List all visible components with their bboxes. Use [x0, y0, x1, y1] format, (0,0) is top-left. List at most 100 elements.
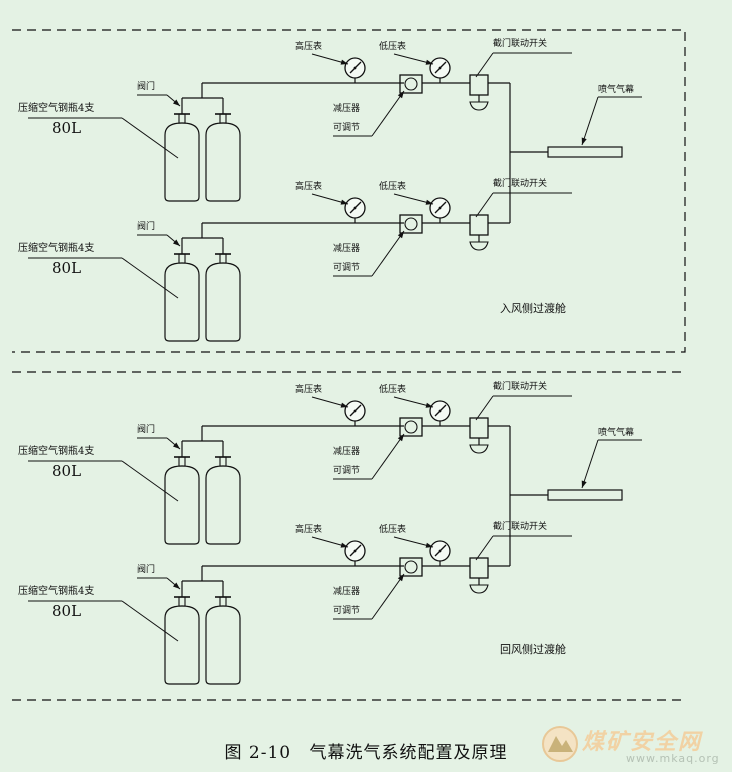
- regulator-adjust-label: 可调节: [333, 465, 360, 476]
- cylinder-body: [164, 465, 200, 545]
- cylinder-label: 压缩空气钢瓶4支: [18, 584, 94, 597]
- regulator-label: 减压器: [333, 102, 360, 114]
- valve-label: 阀门: [137, 80, 155, 92]
- cylinder-body: [164, 122, 200, 202]
- regulator-label: 减压器: [333, 445, 360, 457]
- leader-line: [475, 395, 494, 421]
- leader-arrowhead: [340, 59, 348, 65]
- gauge-hub: [353, 206, 357, 210]
- switch-label: 截门联动开关: [493, 380, 547, 392]
- gate-switch-actuator-icon: [469, 444, 489, 454]
- switch-label: 截门联动开关: [493, 177, 547, 189]
- leader-arrowhead: [425, 402, 433, 408]
- gauge-hub: [438, 206, 442, 210]
- leader-line: [475, 52, 494, 78]
- supply-unit-1-2: 高压表低压表截门联动开关减压器可调节阀门压缩空气钢瓶4支80L: [18, 177, 572, 342]
- gate-switch-box: [469, 214, 489, 236]
- leader-arrowhead: [425, 199, 433, 205]
- regulator-adjust-label: 可调节: [333, 122, 360, 133]
- gauge-hub: [353, 549, 357, 553]
- low-pressure-gauge: [429, 57, 451, 79]
- low-pressure-gauge: [429, 197, 451, 219]
- cylinder-neck: [219, 596, 227, 607]
- leader-arrowhead: [340, 199, 348, 205]
- cylinder-body: [205, 605, 241, 685]
- watermark: 煤矿安全网 www.mkaq.org: [540, 720, 730, 768]
- gate-switch-actuator-icon: [469, 584, 489, 594]
- leader-line: [121, 257, 179, 299]
- gauge-hub: [353, 66, 357, 70]
- leader-arrowhead: [581, 480, 587, 488]
- gas-cylinder: [164, 107, 200, 202]
- regulator-box: [399, 214, 423, 234]
- cylinder-label: 压缩空气钢瓶4支: [18, 444, 94, 457]
- low-gauge-label: 低压表: [379, 40, 406, 52]
- gate-switch-box: [469, 417, 489, 439]
- nozzle-label: 喷气气幕: [598, 426, 634, 438]
- gate-switch-actuator-icon: [469, 101, 489, 111]
- low-gauge-label: 低压表: [379, 523, 406, 535]
- cylinder-volume-label: 80L: [52, 602, 81, 620]
- figure-title: 气幕洗气系统配置及原理: [309, 743, 508, 763]
- leader-line: [475, 192, 494, 218]
- cylinder-volume-label: 80L: [52, 462, 81, 480]
- watermark-url: www.mkaq.org: [626, 752, 720, 765]
- leader-arrowhead: [172, 582, 180, 589]
- regulator-label: 减压器: [333, 242, 360, 254]
- regulator-dial-icon: [404, 560, 418, 574]
- section-label: 入风侧过渡舱: [500, 301, 566, 315]
- high-gauge-label: 高压表: [295, 523, 322, 535]
- high-pressure-gauge: [344, 540, 366, 562]
- gate-switch-box: [469, 557, 489, 579]
- regulator-box: [399, 557, 423, 577]
- leader-arrowhead: [172, 442, 180, 449]
- valve-label: 阀门: [137, 423, 155, 435]
- high-pressure-gauge: [344, 197, 366, 219]
- cylinder-volume-label: 80L: [52, 119, 81, 137]
- nozzle-label: 喷气气幕: [598, 83, 634, 95]
- watermark-logo-icon: [542, 726, 578, 762]
- supply-unit-2-1: 高压表低压表截门联动开关减压器可调节阀门压缩空气钢瓶4支80L: [18, 380, 572, 545]
- cylinder-body: [164, 605, 200, 685]
- section-frame-intake: [12, 29, 686, 353]
- regulator-dial-icon: [404, 77, 418, 91]
- regulator-box: [399, 417, 423, 437]
- high-gauge-label: 高压表: [295, 383, 322, 395]
- cylinder-label: 压缩空气钢瓶4支: [18, 241, 94, 254]
- cylinder-body: [205, 262, 241, 342]
- leader-line: [581, 439, 599, 489]
- cylinder-label: 压缩空气钢瓶4支: [18, 101, 94, 114]
- section-label: 回风侧过渡舱: [500, 642, 566, 656]
- regulator-dial-icon: [404, 217, 418, 231]
- gauge-hub: [353, 409, 357, 413]
- leader-line: [475, 535, 494, 561]
- low-pressure-gauge: [429, 400, 451, 422]
- switch-label: 截门联动开关: [493, 37, 547, 49]
- leader-line: [371, 230, 405, 277]
- leader-line: [121, 460, 179, 502]
- cylinder-body: [164, 262, 200, 342]
- leader-line: [121, 117, 179, 159]
- figure-number: 图 2-10: [224, 743, 292, 763]
- cylinder-body: [205, 465, 241, 545]
- gauge-hub: [438, 549, 442, 553]
- gas-cylinder: [205, 107, 241, 202]
- regulator-dial-icon: [404, 420, 418, 434]
- regulator-label: 减压器: [333, 585, 360, 597]
- leader-arrowhead: [581, 137, 587, 145]
- leader-line: [371, 433, 405, 480]
- supply-unit-2-2: 高压表低压表截门联动开关减压器可调节阀门压缩空气钢瓶4支80L: [18, 520, 572, 685]
- air-curtain-nozzle: [547, 489, 623, 501]
- cylinder-neck: [219, 113, 227, 124]
- gas-cylinder: [205, 590, 241, 685]
- regulator-adjust-label: 可调节: [333, 605, 360, 616]
- high-gauge-label: 高压表: [295, 180, 322, 192]
- gas-cylinder: [205, 247, 241, 342]
- gas-cylinder: [164, 590, 200, 685]
- switch-label: 截门联动开关: [493, 520, 547, 532]
- leader-arrowhead: [397, 231, 404, 239]
- leader-line: [371, 90, 405, 137]
